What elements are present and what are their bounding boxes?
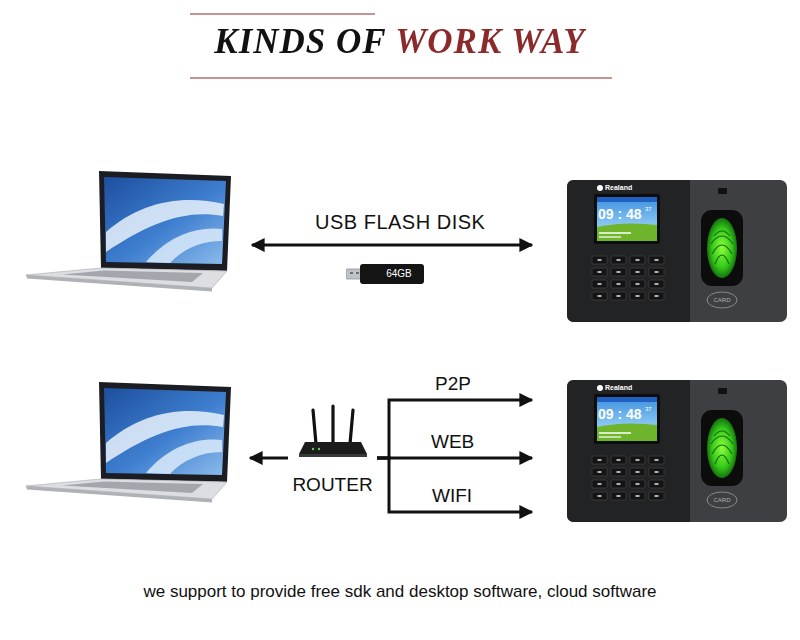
keypad-key [592,480,607,488]
keypad-key [630,480,645,488]
keypad-key [649,468,664,476]
diagram-caption: we support to provide free sdk and deskt… [10,581,790,603]
terminal-illustration [532,376,790,526]
keypad-key [630,492,645,500]
keypad-key [630,292,645,300]
keypad-key [611,280,626,288]
keypad-key [630,268,645,276]
laptop-illustration [26,382,231,503]
keypad-key [592,268,607,276]
keypad-key [592,292,607,300]
fingerprint-sensor [701,410,743,486]
node-label: ROUTER [288,474,377,496]
laptop-illustration [26,171,231,292]
keypad-key [611,456,626,464]
keypad-key [649,492,664,500]
terminal-illustration [532,176,790,326]
connector-label: P2P [435,373,471,395]
title-rule [190,13,375,14]
keypad-key [649,292,664,300]
connector-arrow [377,400,532,458]
card-text: CARD [708,496,736,504]
keypad-key [630,456,645,464]
keypad-key [630,468,645,476]
connector-arrow [377,457,532,460]
keypad-key [649,456,664,464]
keypad-key [611,292,626,300]
diagram-title: KINDS OF WORK WAY [214,21,585,63]
capacity-text: 64GB [376,264,422,284]
keypad-key [649,280,664,288]
clock-text: 09 : 48 [598,206,642,222]
brand-text: Realand [605,383,632,392]
keypad-key [592,280,607,288]
keypad-key [630,280,645,288]
router-node: ROUTER [288,404,377,500]
keypad-key [611,468,626,476]
title-row: KINDS OF WORK WAY [0,21,800,63]
attendance-terminal: Realand 09 : 4837CARD [532,376,790,526]
keypad-key [630,256,645,264]
connector-label: WIFI [432,485,472,507]
keypad-key [649,268,664,276]
keypad-key [611,256,626,264]
brand-text: Realand [605,183,632,192]
keypad-key [592,456,607,464]
keypad-key [611,268,626,276]
card-reader-mark [707,492,737,508]
usb-stick-illustration [346,262,426,286]
clock-text: 09 : 48 [598,406,642,422]
router-illustration [289,404,377,460]
keypad-key [611,492,626,500]
usb-flash-disk: 64GB [346,262,426,286]
keypad-key [592,256,607,264]
laptop-link-arrow [250,457,288,460]
arrow-label: USB FLASH DISK [315,210,485,234]
title-rule [190,77,612,78]
keypad-key [592,468,607,476]
connector-arrow [377,458,532,512]
keypad-key [649,256,664,264]
usb-transfer-arrow [252,244,532,247]
fingerprint-sensor [701,210,743,286]
keypad-key [592,492,607,500]
seconds-text: 37 [645,406,652,413]
seconds-text: 37 [645,206,652,213]
card-text: CARD [708,296,736,304]
card-reader-mark [707,292,737,308]
keypad-key [649,480,664,488]
keypad-key [611,480,626,488]
connector-label: WEB [431,431,474,453]
attendance-terminal: Realand 09 : 4837CARD [532,176,790,326]
